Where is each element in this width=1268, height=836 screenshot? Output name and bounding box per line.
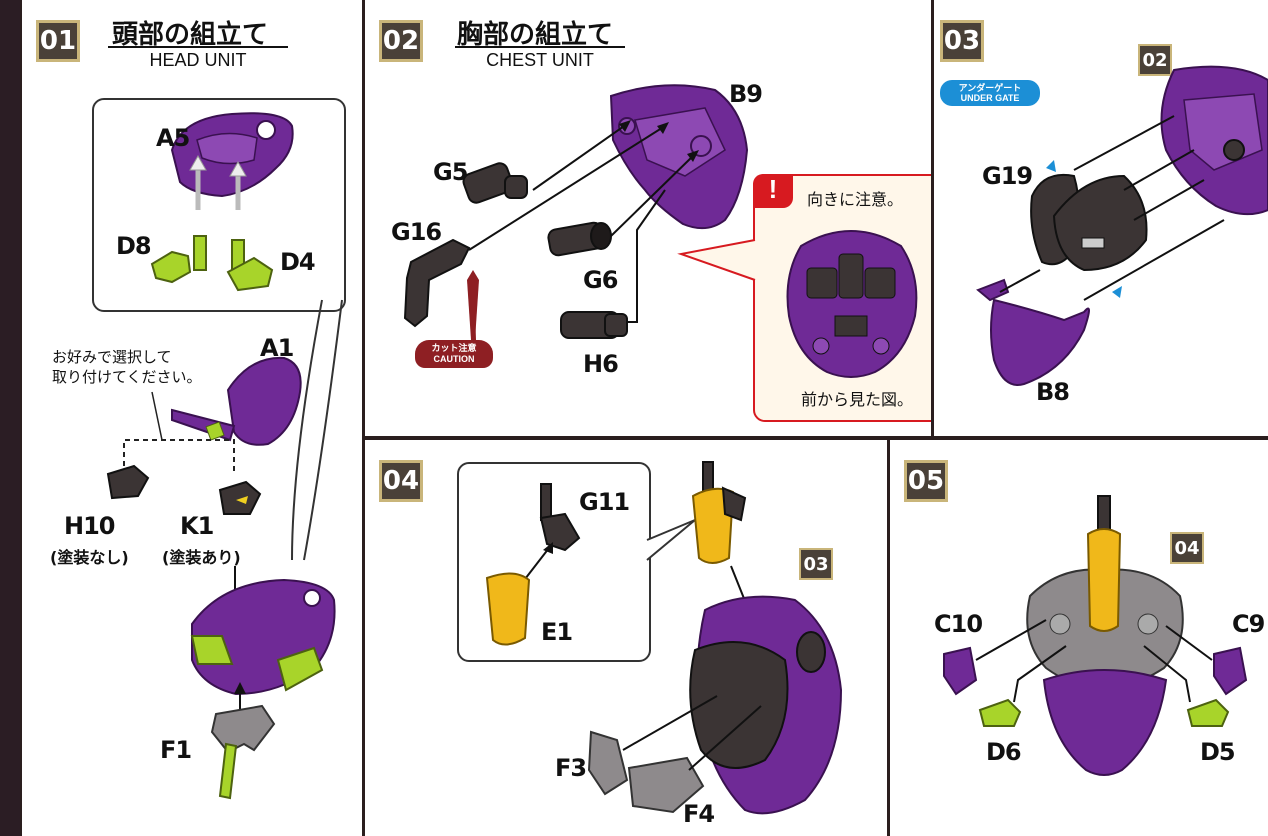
part-label-c9: C9 — [1232, 610, 1265, 638]
reference-step-badge: 03 — [799, 548, 833, 580]
selection-note-line2: 取り付けてください。 — [52, 368, 202, 386]
k1-painted-note: (塗装あり) — [162, 548, 241, 567]
part-label-g6: G6 — [583, 266, 618, 294]
part-label-f1: F1 — [160, 736, 192, 764]
step-number-badge: 02 — [379, 20, 423, 62]
step-title-jp: 頭部の組立て — [112, 20, 269, 50]
part-label-d6: D6 — [986, 738, 1022, 766]
part-label-h6: H6 — [583, 350, 619, 378]
step-number-badge: 04 — [379, 460, 423, 502]
cut-caution-badge: カット注意 CAUTION — [415, 340, 493, 368]
chest-assembly-illustration — [403, 84, 749, 341]
part-label-g19: G19 — [982, 162, 1033, 190]
part-label-d8: D8 — [116, 232, 152, 260]
part-label-h10: H10 — [64, 512, 115, 540]
step-04-panel: 04 03 G11 — [365, 440, 887, 836]
step4-assembly-illustration — [485, 461, 843, 815]
part-label-b9: B9 — [729, 80, 763, 108]
step-03-panel: 03 02 アンダーゲート UNDER GATE G19 B — [934, 0, 1268, 436]
step-title-en: CHEST UNIT — [455, 46, 625, 71]
cut-caution-jp: カット注意 — [431, 343, 477, 353]
step-number-badge: 03 — [940, 20, 984, 62]
part-label-d4: D4 — [280, 248, 316, 276]
warning-caption: 前から見た図。 — [801, 390, 914, 409]
part-label-a1: A1 — [260, 334, 294, 362]
warning-exclamation-icon: ! — [753, 174, 793, 208]
part-label-a5: A5 — [156, 124, 190, 152]
detail-callout-box — [457, 462, 651, 662]
part-label-g16: G16 — [391, 218, 442, 246]
step5-assembly-illustration — [943, 495, 1248, 776]
step-title-jp: 胸部の組立て — [457, 20, 614, 50]
chest-front-view-illustration — [786, 230, 918, 378]
under-gate-jp: アンダーゲート — [958, 83, 1022, 93]
part-label-f4: F4 — [683, 800, 715, 828]
part-label-d5: D5 — [1200, 738, 1236, 766]
step-01-panel: 01 頭部の組立て HEAD UNIT — [22, 0, 362, 836]
part-label-f3: F3 — [555, 754, 587, 782]
warning-pointer — [677, 239, 756, 281]
reference-step-badge: 02 — [1138, 44, 1172, 76]
part-label-k1: K1 — [180, 512, 214, 540]
step-05-panel: 05 04 C10 C9 D6 D5 — [890, 440, 1268, 836]
selection-note-line1: お好みで選択して — [52, 348, 172, 366]
step-number-badge: 01 — [36, 20, 80, 62]
under-gate-en: UNDER GATE — [960, 93, 1020, 103]
part-label-b8: B8 — [1036, 378, 1070, 406]
step-02-panel: 02 胸部の組立て CHEST UNIT — [365, 0, 931, 436]
cut-caution-en: CAUTION — [433, 354, 475, 364]
a5-head-top-illustration — [106, 112, 343, 800]
orientation-warning-box: ! 向きに注意。 前から見た図。 — [753, 174, 931, 422]
left-frame-border — [0, 0, 20, 836]
warning-title: 向きに注意。 — [807, 190, 904, 209]
h10-unpainted-note: (塗装なし) — [50, 548, 129, 567]
under-gate-badge: アンダーゲート UNDER GATE — [940, 80, 1040, 106]
step-number-badge: 05 — [904, 460, 948, 502]
part-label-g11: G11 — [579, 488, 630, 516]
step-title-en: HEAD UNIT — [108, 46, 288, 71]
part-label-c10: C10 — [934, 610, 983, 638]
step3-assembly-illustration — [976, 65, 1268, 386]
reference-step-badge: 04 — [1170, 532, 1204, 564]
part-label-e1: E1 — [541, 618, 573, 646]
part-label-g5: G5 — [433, 158, 468, 186]
